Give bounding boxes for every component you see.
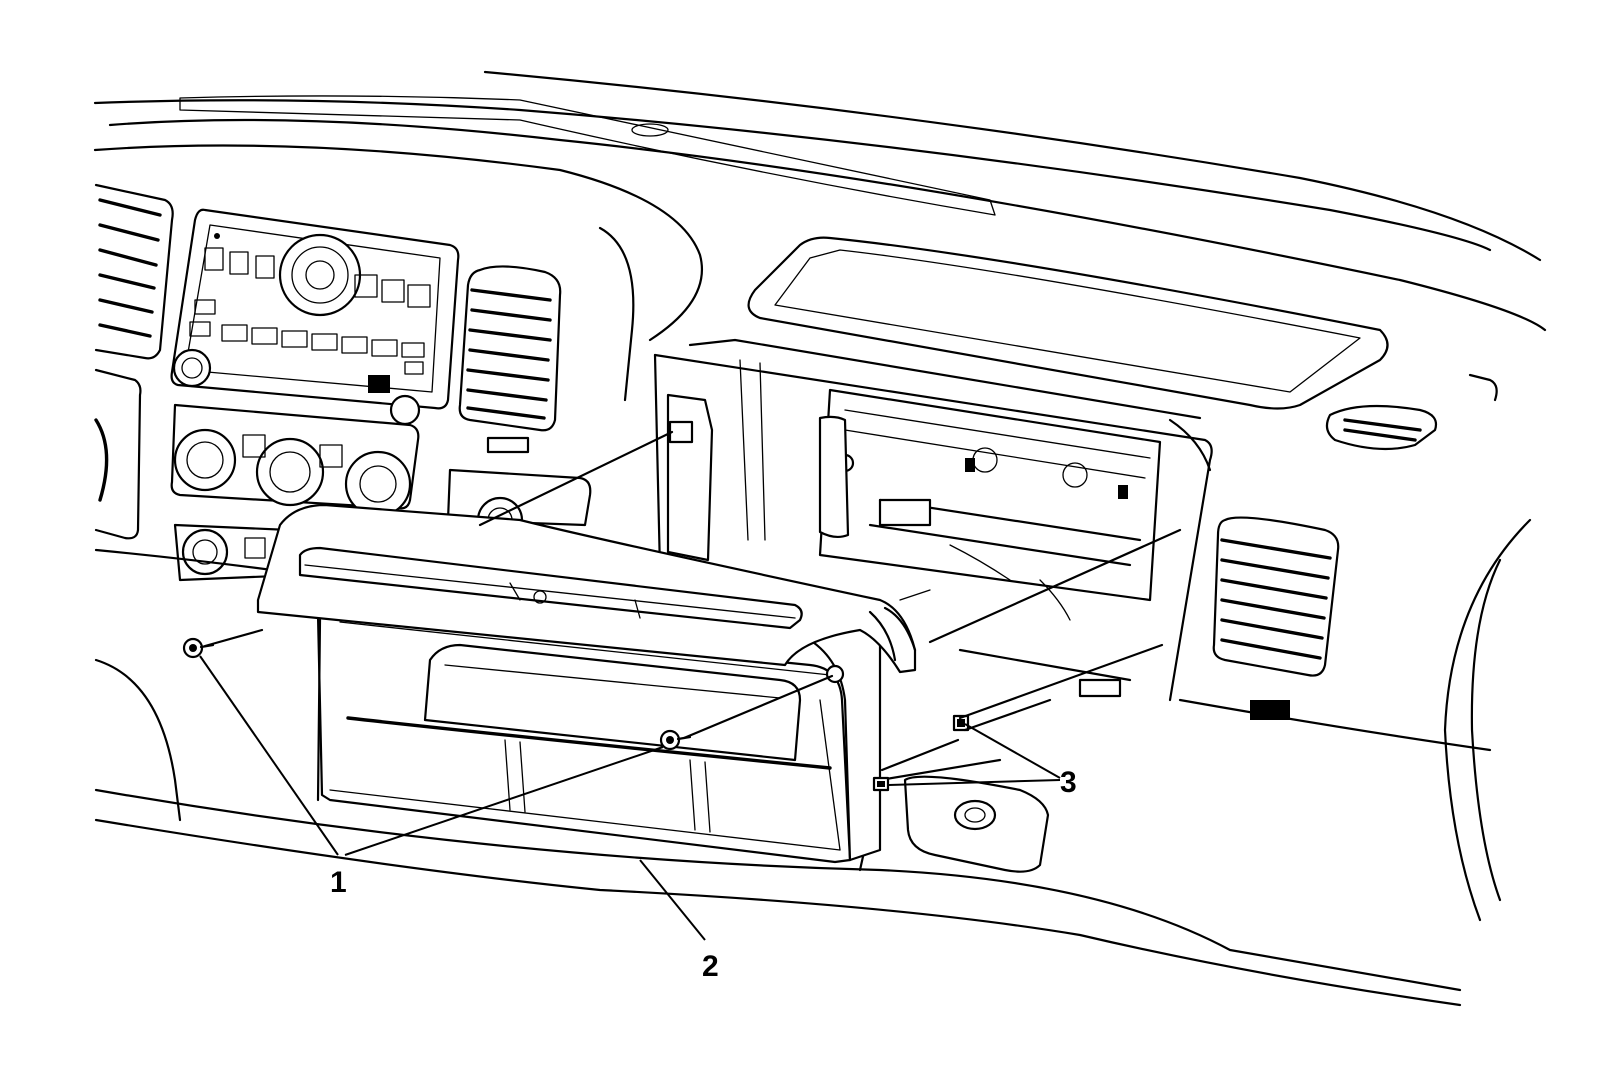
side-window-defog-vent [1325,404,1438,451]
climate-control-panel [170,403,420,518]
fastener-center [659,729,692,751]
callout-3-leaders [887,723,1061,786]
glove-box-lid-top [256,503,931,674]
radio-head-unit [170,208,460,426]
retaining-clip-lower [872,776,890,792]
lower-center-controls [94,523,312,582]
callout-2-label: 2 [702,950,719,983]
instrument-cluster-edge [94,368,142,540]
right-air-vent [1212,516,1340,720]
callout-1-label: 1 [330,866,347,899]
dash-top-panel [747,236,1389,410]
dashboard-right-edge [1168,373,1532,922]
glove-box-door-panel [316,613,882,864]
center-air-vent [458,265,562,454]
glove-box-cavity [653,338,1213,702]
dashboard-top-outline [93,70,1547,402]
glove-box-latch-striker [903,775,1050,873]
alignment-lines [203,430,1182,772]
retaining-clip-upper [952,714,970,732]
callout-2-leader [639,859,706,941]
callout-3-label: 3 [1060,766,1077,799]
left-air-vent [94,183,174,360]
fastener-left [182,637,215,659]
callout-1-leaders [199,655,664,856]
